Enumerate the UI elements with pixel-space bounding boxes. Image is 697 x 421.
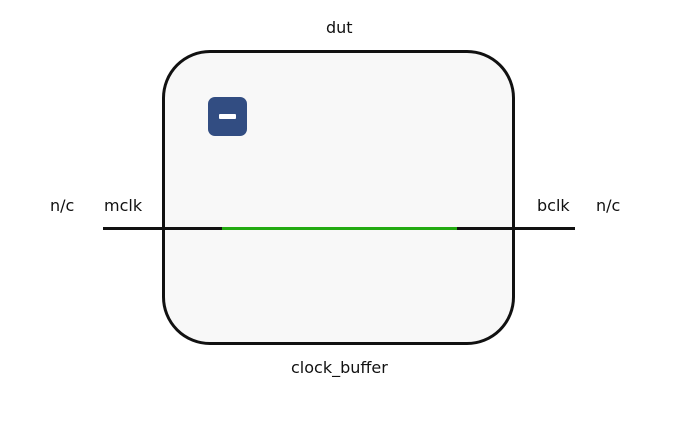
input-connection-label: n/c (50, 196, 75, 215)
instance-label: dut (326, 18, 353, 37)
output-wire[interactable] (457, 227, 575, 230)
minus-icon (219, 114, 236, 119)
input-port-label: mclk (104, 196, 143, 215)
output-connection-label: n/c (596, 196, 621, 215)
clock-path-wire[interactable] (222, 227, 458, 230)
module-label: clock_buffer (291, 358, 388, 377)
output-port-label: bclk (537, 196, 570, 215)
collapse-button[interactable] (208, 97, 247, 136)
input-wire[interactable] (103, 227, 223, 230)
module-block[interactable] (162, 50, 515, 345)
